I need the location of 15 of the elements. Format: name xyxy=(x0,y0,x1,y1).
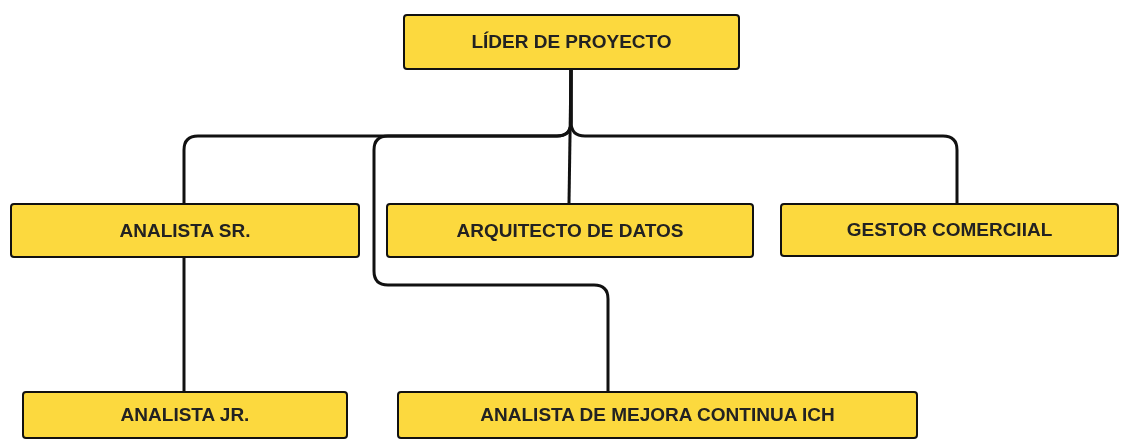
connector-line xyxy=(182,258,186,391)
role-title: GESTOR COMERCIIAL xyxy=(846,219,1053,241)
role-box xyxy=(22,391,348,439)
role-title: ANALISTA DE MEJORA CONTINUA ICH xyxy=(480,404,835,426)
role-title: ANALISTA JR. xyxy=(120,404,250,426)
role-box xyxy=(780,203,1119,257)
role-title: ANALISTA SR. xyxy=(119,219,251,242)
role-box xyxy=(403,14,740,70)
connector-line xyxy=(372,70,610,391)
role-box xyxy=(397,391,918,439)
role-box xyxy=(10,203,360,258)
role-box xyxy=(386,203,754,258)
connector-line xyxy=(567,69,573,204)
role-title: ARQUITECTO DE DATOS xyxy=(456,219,684,242)
role-title: LÍDER DE PROYECTO xyxy=(471,31,672,53)
